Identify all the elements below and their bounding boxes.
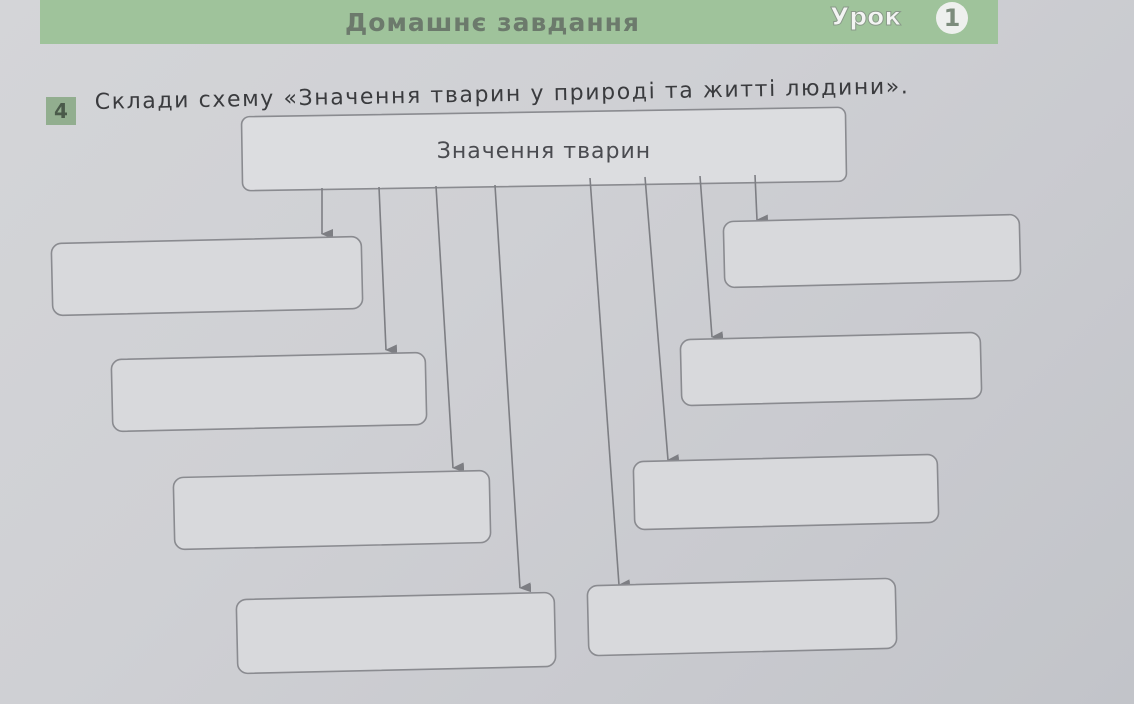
answer-box-5[interactable]	[722, 213, 1022, 289]
arrow-3	[435, 185, 465, 473]
homework-title: Домашнє завдання	[345, 8, 640, 37]
answer-box-1[interactable]	[50, 235, 364, 317]
answer-box-8[interactable]	[586, 577, 898, 657]
answer-box-6[interactable]	[679, 331, 983, 407]
root-box: Значення тварин	[240, 106, 848, 192]
arrow-8	[754, 174, 769, 225]
answer-box-7[interactable]	[632, 453, 940, 531]
header-band	[40, 0, 998, 44]
lesson-label: Урок	[829, 2, 902, 32]
answer-box-4[interactable]	[235, 591, 557, 675]
arrow-5	[589, 177, 631, 590]
arrows	[321, 174, 769, 593]
answer-box-2[interactable]	[110, 351, 428, 433]
root-box-label: Значення тварин	[437, 139, 651, 164]
arrow-2	[378, 186, 398, 355]
answer-boxes	[50, 213, 1022, 675]
arrow-4	[494, 184, 532, 593]
task-number: 4	[46, 97, 76, 125]
arrow-6	[644, 176, 680, 465]
lesson-number-badge: 1	[936, 2, 968, 34]
answer-box-3[interactable]	[172, 469, 492, 551]
arrow-7	[699, 175, 724, 342]
